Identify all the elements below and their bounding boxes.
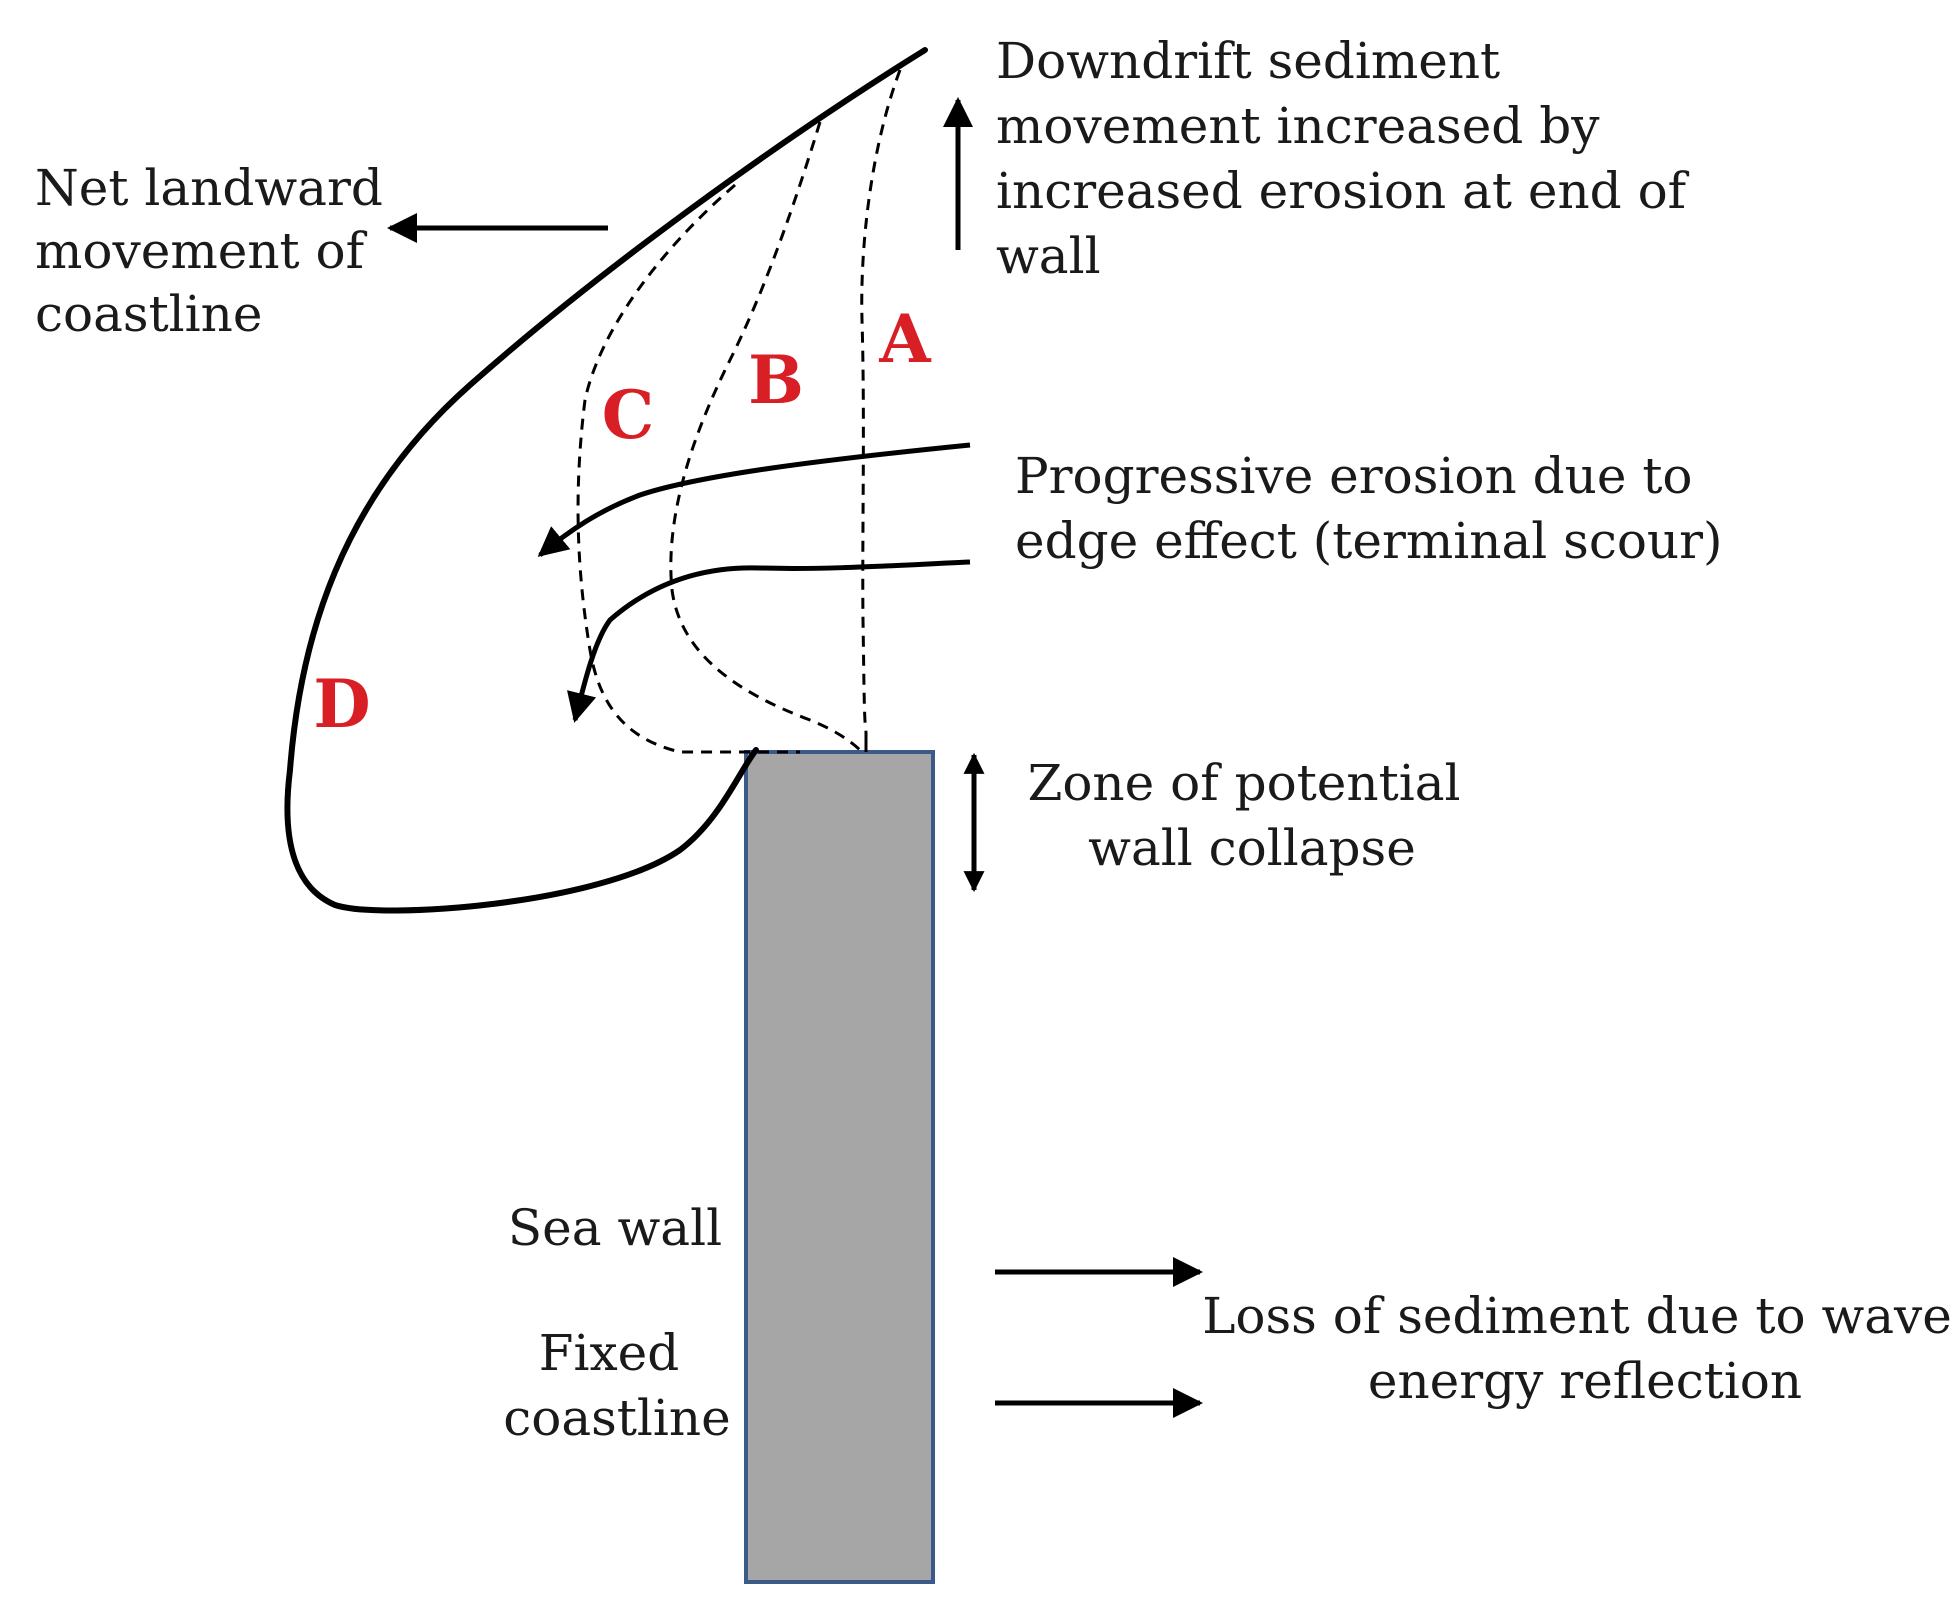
erosion-arrow-upper bbox=[537, 442, 971, 557]
coastline-d bbox=[284, 47, 928, 914]
progressive-erosion-label: Progressive erosion due to edge effect (… bbox=[1015, 447, 1723, 570]
erosion-arrow-lower bbox=[566, 559, 971, 723]
fixed-coastline-label: Fixed coastline bbox=[503, 1324, 730, 1447]
net-landward-label: Net landward movement of coastline bbox=[35, 159, 399, 343]
coastline-c bbox=[576, 183, 800, 754]
stage-label-a: A bbox=[878, 300, 931, 378]
stage-label-d: D bbox=[313, 665, 370, 743]
stage-label-b: B bbox=[748, 341, 804, 419]
sea-wall bbox=[744, 750, 935, 1584]
wall-collapse-label: Zone of potential wall collapse bbox=[1028, 754, 1477, 877]
sea-wall-label: Sea wall bbox=[508, 1199, 722, 1257]
coastline-a bbox=[860, 69, 902, 733]
coastline-b bbox=[669, 121, 864, 754]
stage-label-c: C bbox=[602, 376, 655, 454]
downdrift-label: Downdrift sediment movement increased by… bbox=[996, 32, 1702, 285]
sediment-loss-label: Loss of sediment due to wave energy refl… bbox=[1202, 1287, 1957, 1410]
